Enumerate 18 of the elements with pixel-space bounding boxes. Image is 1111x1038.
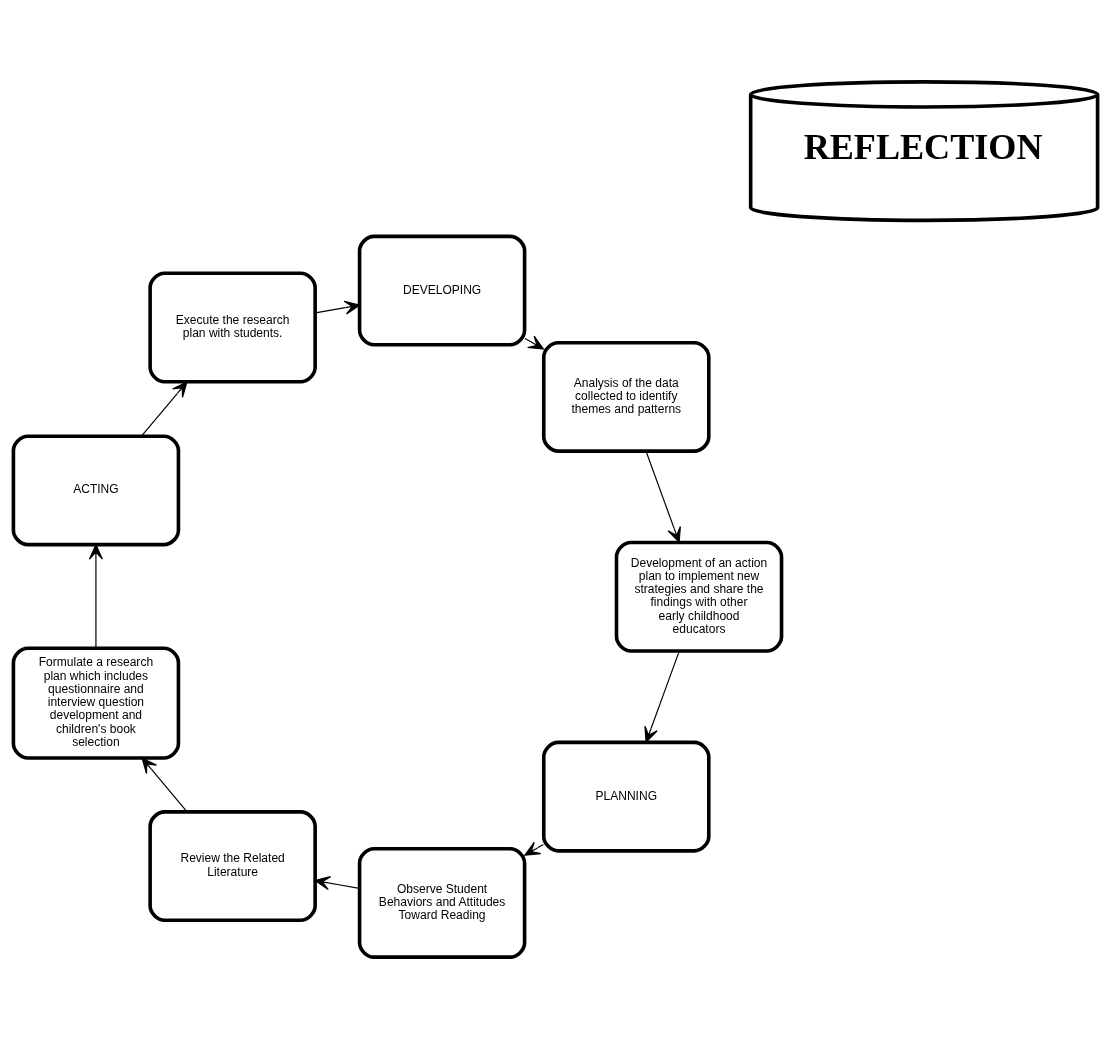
- arrow: [88, 543, 104, 648]
- arrow: [141, 757, 188, 812]
- node-box: Review the Related Literature: [148, 809, 317, 922]
- node-box: DEVELOPING: [357, 234, 527, 347]
- arrow: [524, 335, 544, 350]
- arrow: [524, 841, 544, 856]
- arrow: [314, 300, 361, 315]
- node-box: Development of an action plan to implement new strategies and share the findings with other early childhood educators: [614, 540, 784, 653]
- node-box: Formulate a research plan which includes questionnaire and interview question development and children's book selection: [11, 646, 181, 760]
- node-box: PLANNING: [541, 740, 711, 853]
- arrow: [645, 450, 681, 543]
- arrow: [140, 380, 188, 437]
- node-box: Execute the research plan with students.: [148, 271, 317, 384]
- node-box: ACTING: [11, 433, 181, 546]
- node-box: Analysis of the data collected to identify themes and patterns: [541, 340, 711, 453]
- arrow: [314, 875, 360, 890]
- arrow: [644, 650, 680, 743]
- node-box: Observe Student Behaviors and Attitudes Toward Reading: [357, 846, 527, 959]
